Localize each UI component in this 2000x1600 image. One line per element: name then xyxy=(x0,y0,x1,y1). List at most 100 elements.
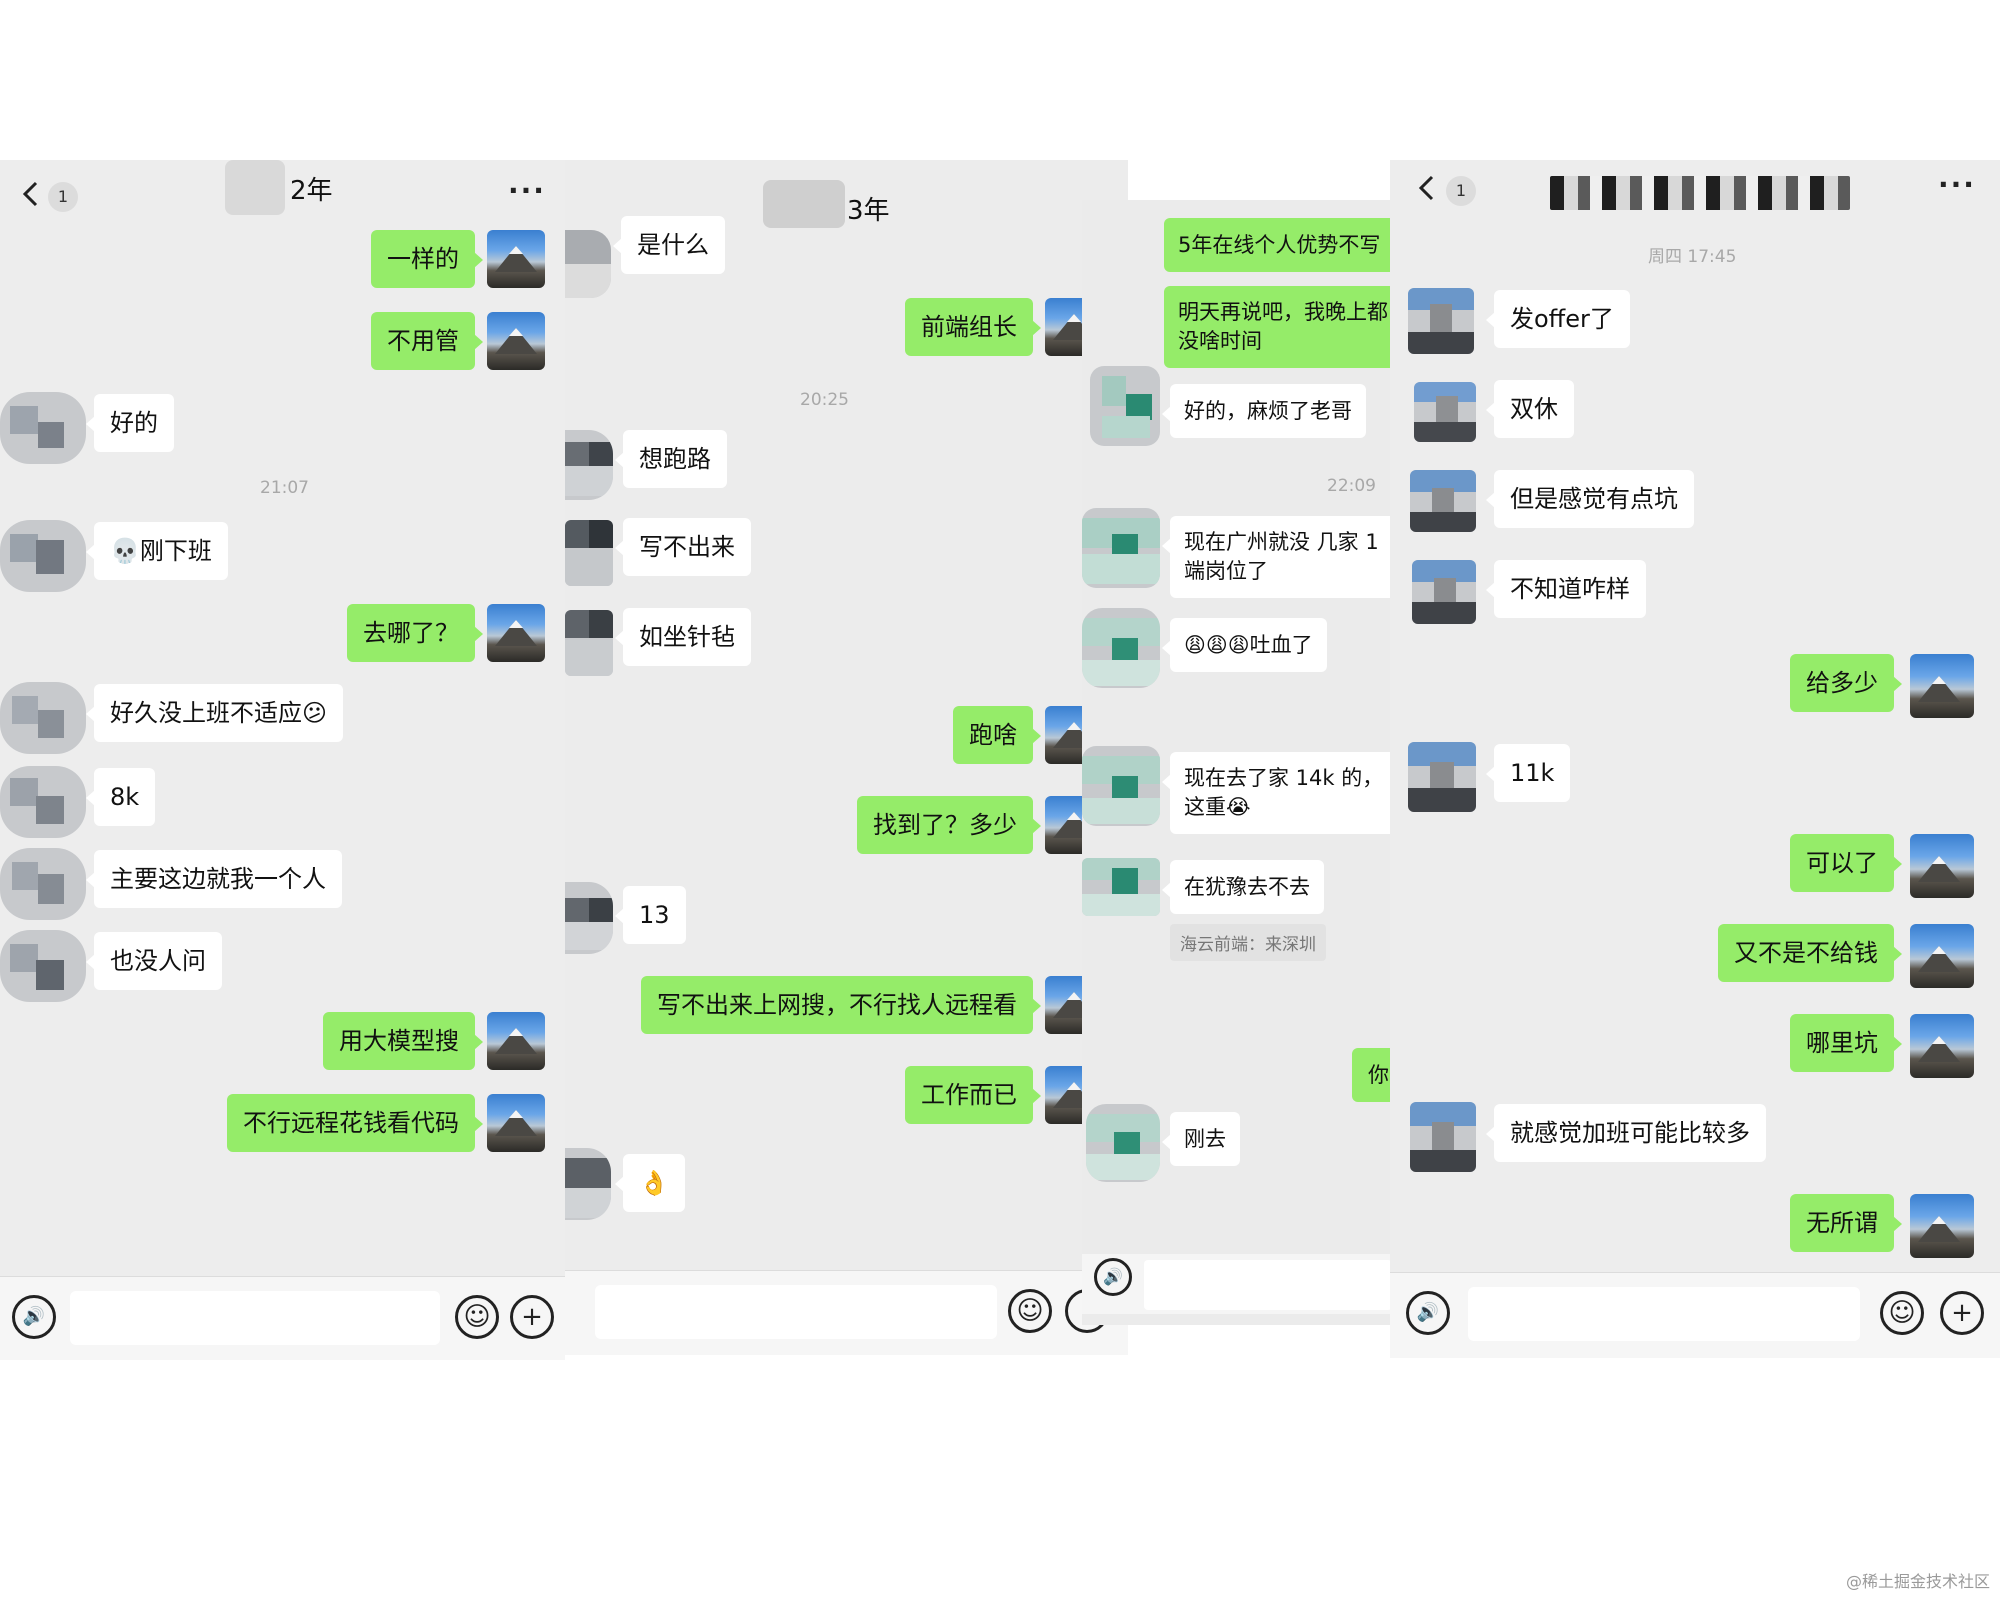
contact-avatar xyxy=(1082,746,1160,826)
message-bubble[interactable]: 如坐针毡 xyxy=(615,608,751,666)
back-arrow-icon[interactable] xyxy=(20,180,42,208)
message-bubble[interactable]: 主要这边就我一个人 xyxy=(86,850,342,908)
message-bubble[interactable]: 找到了？多少 xyxy=(857,796,1041,854)
contact-avatar xyxy=(565,882,613,954)
message-bubble[interactable]: 跑啥 xyxy=(953,706,1041,764)
message-bubble[interactable]: 不知道咋样 xyxy=(1486,560,1646,618)
message-bubble[interactable]: 无所谓 xyxy=(1790,1194,1902,1252)
message-input[interactable] xyxy=(595,1285,997,1339)
message-bubble[interactable]: 在犹豫去不去 xyxy=(1162,860,1324,914)
message-bubble[interactable]: 不行远程花钱看代码 xyxy=(227,1094,483,1152)
voice-icon[interactable]: 🔊 xyxy=(12,1295,56,1339)
self-avatar xyxy=(487,1012,545,1070)
quoted-reply[interactable]: 海云前端：来深圳 xyxy=(1170,924,1326,961)
blurred-contact-name xyxy=(225,160,285,215)
emoji-icon[interactable]: ☺ xyxy=(455,1295,499,1339)
message-bubble[interactable]: 👌 xyxy=(615,1154,685,1212)
self-avatar xyxy=(1910,654,1974,718)
message-bubble[interactable]: 写不出来 xyxy=(615,518,751,576)
message-bubble[interactable]: 哪里坑 xyxy=(1790,1014,1902,1072)
message-bubble[interactable]: 明天再说吧，我晚上都没啥时间 xyxy=(1164,286,1392,368)
message-bubble[interactable]: 用大模型搜 xyxy=(323,1012,483,1070)
self-avatar xyxy=(487,604,545,662)
input-bar: 🔊 xyxy=(1082,1254,1392,1314)
message-bubble[interactable]: 💀刚下班 xyxy=(86,522,228,580)
message-input[interactable] xyxy=(1468,1287,1860,1341)
contact-avatar xyxy=(1082,608,1160,688)
chat-panel-2: 3年 是什么 前端组长 20:25 想跑路 写不出来 如坐针毡 跑啥 找到了？多… xyxy=(565,160,1128,1355)
message-bubble[interactable]: 给多少 xyxy=(1790,654,1902,712)
message-bubble[interactable]: 😩😩😩吐血了 xyxy=(1162,618,1327,672)
chat-header: 1 ··· xyxy=(1390,160,2000,230)
chat-panel-1: 1 2年 ··· 一样的 不用管 好的 21:07 💀刚下班 去哪了？ 好久没上… xyxy=(0,160,565,1360)
more-options-icon[interactable]: ··· xyxy=(1938,168,1976,201)
message-bubble[interactable]: 好的 xyxy=(86,394,174,452)
self-avatar xyxy=(1910,834,1974,898)
contact-avatar xyxy=(1408,742,1476,812)
voice-icon[interactable]: 🔊 xyxy=(1094,1258,1132,1296)
input-bar: 🔊 ☺ + xyxy=(0,1276,565,1360)
self-avatar xyxy=(1910,924,1974,988)
unread-badge: 1 xyxy=(1446,176,1476,206)
message-bubble[interactable]: 现在去了家 14k 的，这重😭 xyxy=(1162,752,1392,834)
message-bubble[interactable]: 不用管 xyxy=(371,312,483,370)
message-bubble[interactable]: 前端组长 xyxy=(905,298,1041,356)
message-bubble[interactable]: 去哪了？ xyxy=(347,604,483,662)
plus-icon[interactable]: + xyxy=(510,1295,554,1339)
message-bubble[interactable]: 可以了 xyxy=(1790,834,1902,892)
self-avatar xyxy=(487,230,545,288)
message-bubble[interactable]: 11k xyxy=(1486,744,1571,802)
timestamp: 22:09 xyxy=(1327,476,1376,496)
unread-badge: 1 xyxy=(48,182,78,212)
message-bubble[interactable]: 也没人问 xyxy=(86,932,222,990)
input-bar: ☺ xyxy=(565,1270,1128,1355)
message-bubble[interactable]: 你 xyxy=(1352,1048,1392,1102)
voice-icon[interactable]: 🔊 xyxy=(1406,1291,1450,1335)
contact-avatar xyxy=(1082,508,1160,588)
message-bubble[interactable]: 一样的 xyxy=(371,230,483,288)
blurred-contact-name xyxy=(1550,176,1850,210)
self-avatar xyxy=(1910,1014,1974,1078)
contact-avatar xyxy=(1082,858,1160,916)
contact-avatar xyxy=(0,520,86,592)
contact-avatar xyxy=(1090,366,1160,446)
message-input[interactable] xyxy=(70,1291,440,1345)
message-bubble[interactable]: 双休 xyxy=(1486,380,1574,438)
chat-panel-4: 1 ··· 周四 17:45 发offer了 双休 但是感觉有点坑 不知道咋样 … xyxy=(1390,160,2000,1358)
message-bubble[interactable]: 刚去 xyxy=(1162,1112,1240,1166)
timestamp: 21:07 xyxy=(260,478,309,498)
message-bubble[interactable]: 想跑路 xyxy=(615,430,727,488)
plus-icon[interactable]: + xyxy=(1940,1291,1984,1335)
message-bubble[interactable]: 发offer了 xyxy=(1486,290,1630,348)
message-bubble[interactable]: 又不是不给钱 xyxy=(1718,924,1902,982)
timestamp: 周四 17:45 xyxy=(1648,247,1737,267)
message-bubble[interactable]: 8k xyxy=(86,768,156,826)
emoji-icon[interactable]: ☺ xyxy=(1008,1289,1052,1333)
self-avatar xyxy=(487,312,545,370)
more-options-icon[interactable]: ··· xyxy=(508,174,546,207)
input-bar: 🔊 ☺ + xyxy=(1390,1272,2000,1358)
emoji-icon[interactable]: ☺ xyxy=(1880,1291,1924,1335)
message-bubble[interactable]: 写不出来上网搜，不行找人远程看 xyxy=(641,976,1041,1034)
chat-title: 2年 xyxy=(290,176,333,206)
message-input[interactable] xyxy=(1144,1260,1392,1310)
message-bubble[interactable]: 是什么 xyxy=(613,216,725,274)
message-bubble[interactable]: 好久没上班不适应😕 xyxy=(86,684,344,742)
contact-avatar xyxy=(0,392,86,464)
contact-avatar xyxy=(1410,1102,1476,1172)
chat-header: 3年 xyxy=(565,160,1128,240)
contact-avatar xyxy=(0,682,86,754)
self-avatar xyxy=(487,1094,545,1152)
contact-avatar xyxy=(565,230,611,298)
message-bubble[interactable]: 5年在线个人优势不写 xyxy=(1164,218,1392,272)
message-bubble[interactable]: 但是感觉有点坑 xyxy=(1486,470,1694,528)
timestamp: 20:25 xyxy=(800,390,849,410)
contact-avatar xyxy=(565,610,613,676)
message-bubble[interactable]: 好的，麻烦了老哥 xyxy=(1162,384,1366,438)
message-bubble[interactable]: 就感觉加班可能比较多 xyxy=(1486,1104,1766,1162)
contact-avatar xyxy=(1408,288,1474,354)
back-arrow-icon[interactable] xyxy=(1416,174,1438,202)
message-bubble[interactable]: 工作而已 xyxy=(905,1066,1041,1124)
message-bubble[interactable]: 13 xyxy=(615,886,686,944)
message-bubble[interactable]: 现在广州就没 几家 1端岗位了 xyxy=(1162,516,1392,598)
